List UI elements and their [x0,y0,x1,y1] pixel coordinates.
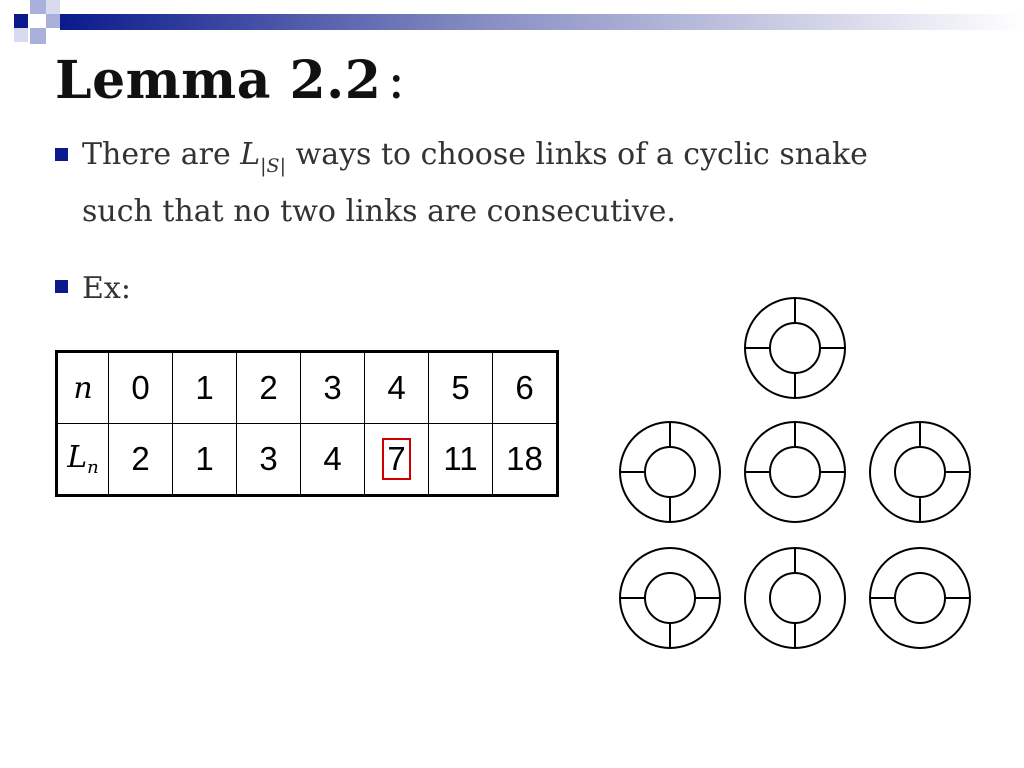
table-cell: 3 [236,423,301,496]
lemma-line-2: such that no two links are consecutive. [82,194,676,229]
ring-inner-circle [894,446,946,498]
bullet-text-example: Ex: [82,271,131,306]
table-cell-highlighted: 7 [364,423,429,496]
lemma-line-1: There are L|S| ways to choose links of a… [82,137,868,177]
table-cell: 11 [428,423,493,496]
bullet-text-lemma: There are L|S| ways to choose links of a… [82,132,868,235]
table-cell: 18 [492,423,558,496]
ring-inner-circle [644,446,696,498]
table-row-ln: Ln 2 1 3 4 7 11 18 [56,423,558,496]
header-decoration [14,0,1024,44]
table-cell: 3 [300,351,365,424]
table-row-n: n 0 1 2 3 4 5 6 [56,351,558,424]
snake-ring [619,547,721,649]
lucas-number-table: n 0 1 2 3 4 5 6 Ln 2 1 3 4 7 11 18 [55,350,559,497]
snake-ring [869,547,971,649]
cyclic-snake-diagram [619,297,971,649]
table-cell: 2 [236,351,301,424]
snake-ring [619,421,721,523]
ring-inner-circle [644,572,696,624]
table-cell: 1 [172,351,237,424]
snake-ring [744,547,846,649]
bullet-marker [55,148,68,161]
slide-title: Lemma 2.2: [55,50,405,111]
row-header-ln: Ln [56,423,109,496]
table-cell: 5 [428,351,493,424]
ring-inner-circle [769,322,821,374]
ring-inner-circle [769,446,821,498]
table-cell: 0 [108,351,173,424]
bullet-marker [55,280,68,293]
title-text: Lemma 2.2 [55,50,382,111]
snake-ring [744,297,846,399]
snake-ring [744,421,846,523]
table-cell: 1 [172,423,237,496]
table-cell: 6 [492,351,558,424]
ring-inner-circle [894,572,946,624]
snake-ring [869,421,971,523]
title-colon: : [387,51,406,111]
highlight-box: 7 [382,438,411,480]
ring-inner-circle [769,572,821,624]
table-cell: 2 [108,423,173,496]
table-cell: 4 [300,423,365,496]
table-cell: 4 [364,351,429,424]
row-header-n: n [56,351,109,424]
